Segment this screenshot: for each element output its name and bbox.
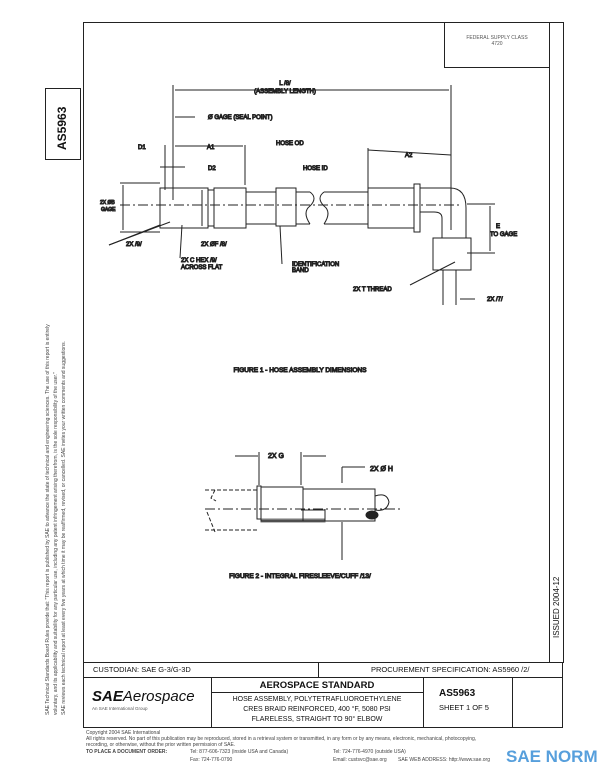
web-address: SAE WEB ADDRESS: http://www.sae.org (398, 757, 490, 763)
label-f8: 2X ØF /8/ (201, 242, 227, 248)
divider (211, 692, 423, 693)
divider (211, 677, 212, 728)
document-title: HOSE ASSEMBLY, POLYTETRAFLUOROETHYLENE C… (211, 695, 423, 725)
label-x9: 2X /9/ (126, 242, 142, 248)
rights: All rights reserved. No part of this pub… (86, 736, 477, 742)
aerospace-standard: AEROSPACE STANDARD (259, 680, 375, 691)
fsc-box: FEDERAL SUPPLY CLASS 4720 (444, 22, 550, 68)
custodian: CUSTODIAN: SAE G-3/G-3D (93, 665, 191, 674)
logo-sae: SAE (92, 688, 123, 705)
fsc-number: 4720 (491, 41, 503, 47)
title-line-3: FLARELESS, STRAIGHT TO 90° ELBOW (251, 716, 383, 723)
logo-tagline: An SAE International Group (92, 706, 148, 711)
email: Email: custsvc@sae.org (333, 757, 387, 763)
label-assembly-length: (ASSEMBLY LENGTH) (254, 89, 316, 95)
label-hex: 2X C HEX /9/ (181, 258, 217, 264)
figure-1-caption: FIGURE 1 - HOSE ASSEMBLY DIMENSIONS (233, 367, 367, 374)
label-id-band: IDENTIFICATION (292, 262, 339, 268)
label-h: 2X Ø H (370, 466, 393, 473)
divider (423, 677, 424, 728)
label-across-flat: ACROSS FLAT (181, 265, 223, 271)
custodian-divider (318, 662, 319, 678)
title-doc-number: AS5963 (439, 688, 476, 699)
tel-outside: Tel: 724-776-4970 (outside USA) (333, 749, 406, 755)
copyright: Copyright 2004 SAE International (86, 730, 161, 736)
label-d2: D2 (208, 166, 216, 172)
label-to-gage: TO GAGE (490, 232, 517, 238)
logo-aerospace: Aerospace (122, 688, 195, 705)
label-x7: 2X /7/ (487, 297, 503, 303)
title-block (83, 677, 563, 728)
label-d1: D1 (138, 145, 146, 151)
label-hose-id: HOSE ID (303, 166, 328, 172)
label-a1: A1 (207, 145, 215, 151)
issued-column-divider (549, 22, 550, 663)
tel-inside: Tel: 877-606-7323 (inside USA and Canada… (190, 749, 289, 755)
label-id-band-2: BAND (292, 268, 309, 274)
sae-aerospace-logo: SAEAerospace An SAE International Group (92, 688, 195, 711)
label-a2: A2 (405, 153, 413, 159)
figure-1-hose-assembly: L /8/ (ASSEMBLY LENGTH) Ø GAGE (SEAL POI… (100, 81, 518, 375)
order-label: TO PLACE A DOCUMENT ORDER: (86, 749, 168, 755)
fsc-label: FEDERAL SUPPLY CLASS (466, 35, 528, 41)
procurement-spec: PROCUREMENT SPECIFICATION: AS5960 /2/ (371, 665, 530, 674)
sheet-number: SHEET 1 OF 5 (439, 703, 489, 712)
label-l: L /8/ (279, 81, 291, 87)
fax: Fax: 724-776-0790 (190, 757, 233, 763)
label-b-gage: 2X ØB (100, 200, 115, 206)
figure-2-firesleeve: 2X G 2X Ø H FIGURE 2 - INTEGRAL FIRESLEE… (205, 452, 400, 581)
side-doc-number-box (45, 88, 81, 160)
label-g: 2X G (268, 453, 284, 460)
divider (512, 677, 513, 728)
title-line-1: HOSE ASSEMBLY, POLYTETRAFLUOROETHYLENE (232, 696, 402, 703)
sae-norm-watermark: SAE NORM (506, 747, 598, 766)
figure-2-caption: FIGURE 2 - INTEGRAL FIRESLEEVE/CUFF /13/ (229, 573, 371, 580)
label-hose-od: HOSE OD (276, 141, 304, 147)
label-e: E (496, 224, 500, 230)
rights-2: recording, or otherwise, without the pri… (86, 742, 236, 748)
label-thread: 2X T THREAD (353, 287, 392, 293)
label-b-gage-2: GAGE (101, 207, 116, 213)
title-line-2: CRES BRAID REINFORCED, 400 °F, 5080 PSI (243, 706, 391, 713)
label-gage: Ø GAGE (SEAL POINT) (208, 115, 272, 121)
